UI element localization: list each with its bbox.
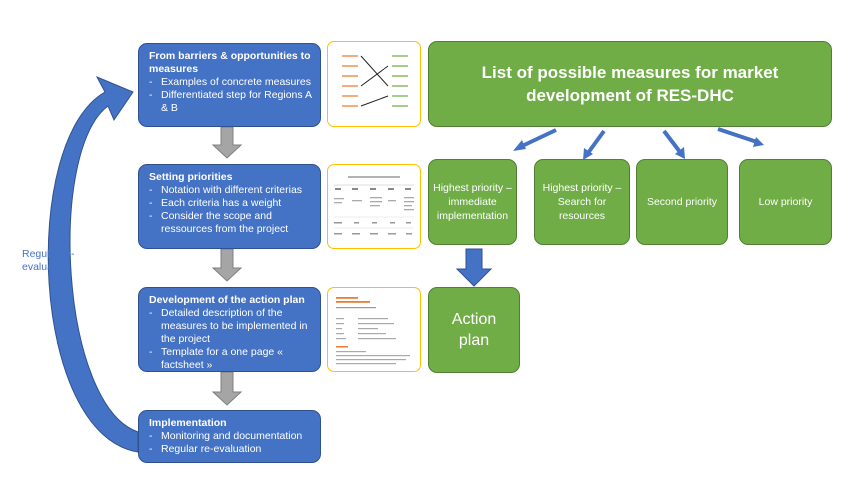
priority-box-search-resources: Highest priority – Search for resources	[534, 159, 630, 245]
step-title: Implementation	[149, 417, 227, 429]
priority-label: Low priority	[758, 196, 813, 208]
factsheet-thumbnail	[327, 287, 421, 372]
step-bullet: -Regular re-evaluation	[149, 443, 262, 455]
step-bullet: -Detailed description of the measures to…	[149, 307, 308, 345]
step-implementation: Implementation -Monitoring and documenta…	[138, 410, 321, 463]
step-title: From barriers & opportunities to measure…	[149, 50, 311, 75]
action-plan-box: Action plan	[428, 287, 520, 373]
step-bullet: -Each criteria has a weight	[149, 197, 282, 209]
step-bullet: -Examples of concrete measures	[149, 76, 311, 88]
table-illustration	[334, 176, 414, 235]
action-plan-label: Action plan	[451, 311, 497, 349]
step-title: Setting priorities	[149, 171, 233, 183]
step-bullet: -Monitoring and documentation	[149, 430, 303, 442]
factsheet-illustration	[336, 297, 410, 365]
step-bullet: -Consider the scope and ressources from …	[149, 210, 289, 235]
step-barriers-to-measures: From barriers & opportunities to measure…	[138, 43, 321, 127]
priority-arrow-1	[513, 128, 557, 151]
priority-label: Second priority	[646, 196, 718, 208]
priority-box-second: Second priority	[636, 159, 728, 245]
action-plan-arrow	[455, 248, 493, 287]
priority-box-immediate: Highest priority – immediate implementat…	[428, 159, 517, 245]
step-bullet: -Differentiated step for Regions A & B	[149, 89, 312, 114]
step-bullet: -Template for a one page « factsheet »	[149, 346, 284, 371]
step-title: Development of the action plan	[149, 294, 305, 306]
step-arrow-1	[211, 126, 243, 159]
step-setting-priorities: Setting priorities -Notation with differ…	[138, 164, 321, 249]
loop-arrow	[47, 76, 139, 453]
step-action-plan: Development of the action plan -Detailed…	[138, 287, 321, 372]
criteria-table-thumbnail	[327, 164, 421, 249]
priority-arrow-3	[662, 129, 685, 159]
matching-thumbnail	[327, 41, 421, 127]
measures-list-title: List of possible measures for market dev…	[481, 63, 779, 105]
priority-box-low: Low priority	[739, 159, 832, 245]
priority-arrow-2	[583, 129, 606, 160]
priority-label: Highest priority – Search for resources	[542, 182, 622, 222]
step-arrow-2	[211, 248, 243, 282]
measures-list-box: List of possible measures for market dev…	[428, 41, 832, 127]
step-bullet: -Notation with different criterias	[149, 184, 303, 196]
matching-illustration	[342, 55, 408, 107]
loop-label: Regular re-evaluation	[22, 248, 75, 273]
step-arrow-3	[211, 371, 243, 406]
priority-label: Highest priority – immediate implementat…	[433, 182, 512, 222]
priority-arrow-4	[717, 127, 764, 147]
